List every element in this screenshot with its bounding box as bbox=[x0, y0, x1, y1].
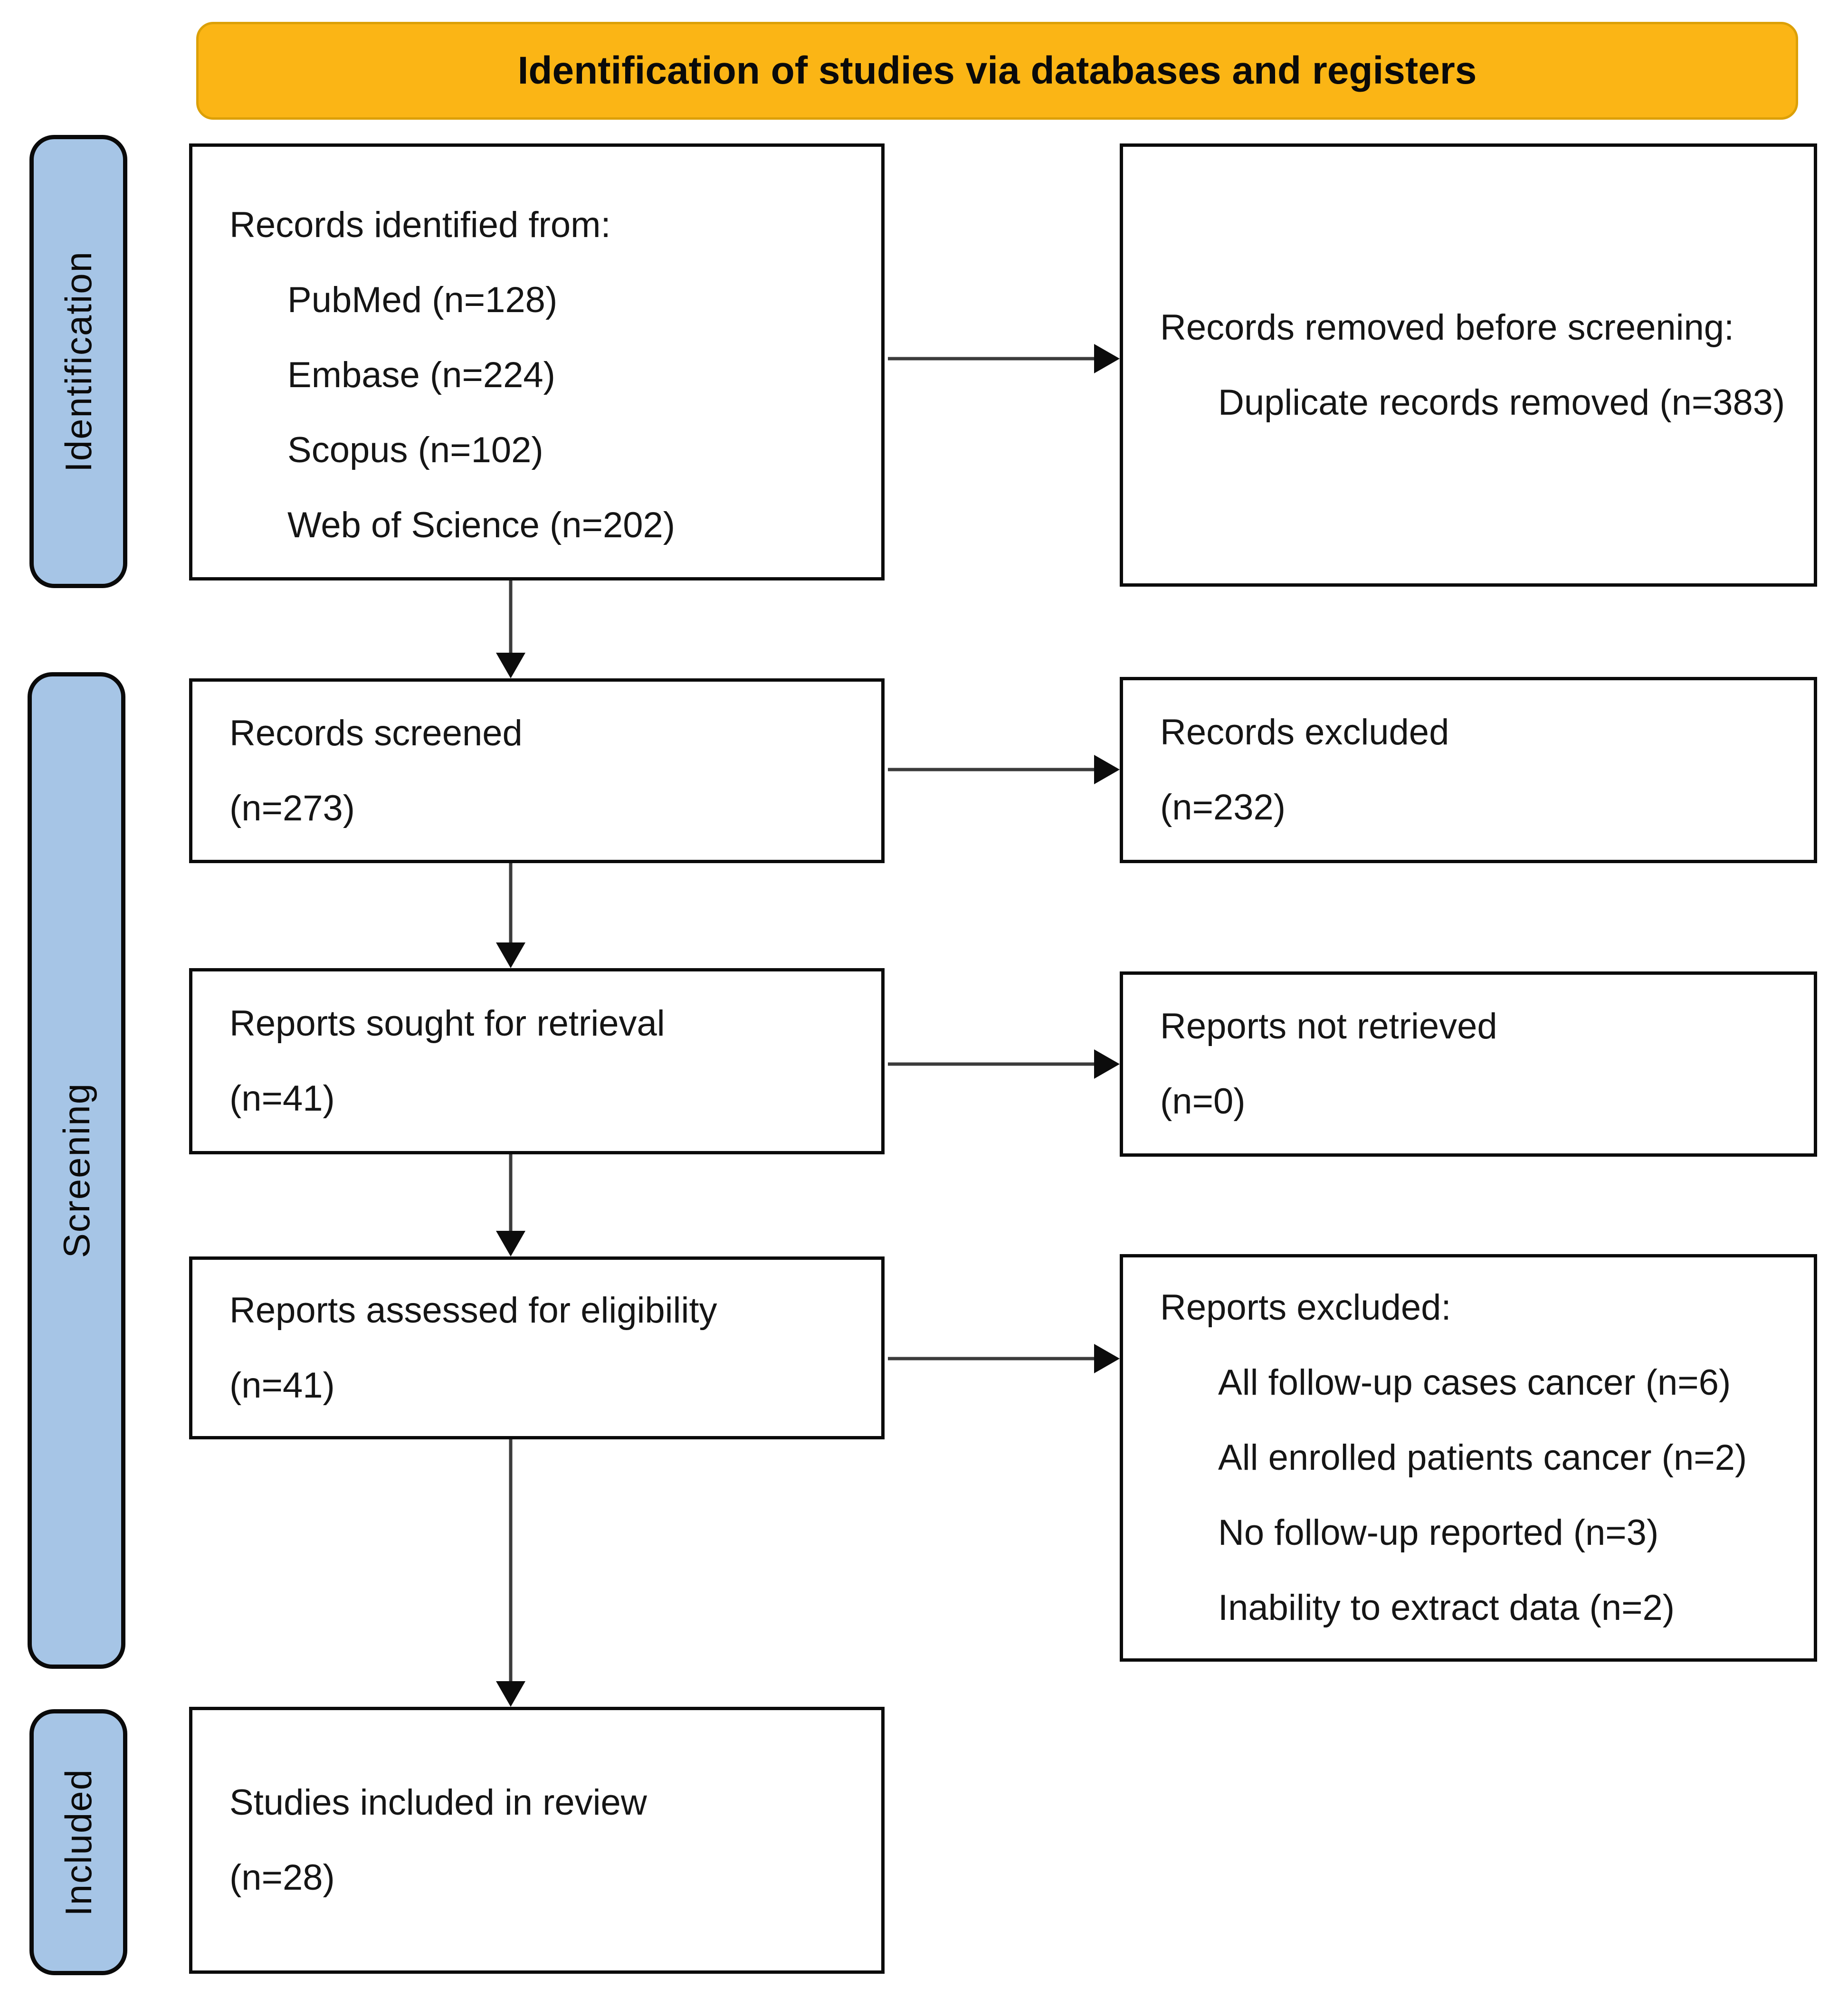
box-line: Records identified from: bbox=[229, 204, 611, 245]
box-line: Duplicate records removed (n=383) bbox=[1218, 382, 1785, 423]
stage-included: Included bbox=[29, 1709, 127, 1975]
box-line: All enrolled patients cancer (n=2) bbox=[1218, 1437, 1747, 1478]
box-line: Records excluded bbox=[1160, 712, 1449, 752]
arrow-down-icon bbox=[496, 1231, 525, 1256]
box-line: Reports sought for retrieval bbox=[229, 1003, 665, 1044]
box-line: Records removed before screening: bbox=[1160, 307, 1734, 348]
arrow-shaft bbox=[509, 1154, 513, 1233]
box-line: No follow-up reported (n=3) bbox=[1218, 1513, 1659, 1553]
arrow-shaft bbox=[509, 1439, 513, 1683]
arrow-shaft bbox=[509, 580, 513, 655]
box-line: Studies included in review bbox=[229, 1782, 647, 1823]
stage-identification-label: Identification bbox=[57, 251, 99, 472]
box-line: (n=41) bbox=[229, 1365, 335, 1406]
box-records-identified: Records identified from: PubMed (n=128) … bbox=[189, 143, 885, 580]
arrow-sought-to-not-retrieved bbox=[888, 1048, 1120, 1080]
box-reports-assessed: Reports assessed for eligibility (n=41) bbox=[189, 1256, 885, 1439]
box-line: Reports excluded: bbox=[1160, 1287, 1451, 1328]
arrow-shaft bbox=[888, 768, 1096, 771]
box-line: (n=0) bbox=[1160, 1081, 1246, 1122]
box-records-excluded: Records excluded (n=232) bbox=[1120, 677, 1817, 863]
box-line: (n=232) bbox=[1160, 787, 1286, 828]
box-line: Reports not retrieved bbox=[1160, 1006, 1497, 1047]
stage-screening: Screening bbox=[28, 672, 125, 1669]
arrow-down-icon bbox=[496, 1681, 525, 1707]
arrow-assessed-to-included bbox=[495, 1439, 526, 1707]
banner: Identification of studies via databases … bbox=[196, 22, 1798, 120]
box-line: (n=273) bbox=[229, 788, 355, 828]
box-line: PubMed (n=128) bbox=[287, 279, 558, 320]
arrow-screened-to-sought bbox=[495, 863, 526, 968]
arrow-screened-to-excluded bbox=[888, 754, 1120, 785]
box-line: (n=41) bbox=[229, 1078, 335, 1119]
stage-identification: Identification bbox=[29, 135, 127, 588]
arrow-down-icon bbox=[496, 653, 525, 678]
arrow-identified-to-removed bbox=[888, 343, 1120, 374]
box-reports-sought: Reports sought for retrieval (n=41) bbox=[189, 968, 885, 1154]
arrow-right-icon bbox=[1094, 755, 1120, 784]
arrow-sought-to-assessed bbox=[495, 1154, 526, 1256]
arrow-right-icon bbox=[1094, 1344, 1120, 1373]
arrow-shaft bbox=[888, 1357, 1096, 1361]
stage-screening-label: Screening bbox=[55, 1083, 97, 1258]
box-studies-included: Studies included in review (n=28) bbox=[189, 1707, 885, 1974]
box-line: Scopus (n=102) bbox=[287, 429, 543, 470]
box-line: Inability to extract data (n=2) bbox=[1218, 1588, 1675, 1628]
arrow-shaft bbox=[888, 357, 1096, 361]
box-line: Reports assessed for eligibility bbox=[229, 1290, 717, 1331]
arrow-right-icon bbox=[1094, 1049, 1120, 1079]
arrow-right-icon bbox=[1094, 344, 1120, 373]
box-reports-excluded: Reports excluded: All follow-up cases ca… bbox=[1120, 1254, 1817, 1662]
arrow-assessed-to-reports-excluded bbox=[888, 1343, 1120, 1374]
arrow-shaft bbox=[888, 1062, 1096, 1066]
box-line: (n=28) bbox=[229, 1857, 335, 1898]
box-line: Web of Science (n=202) bbox=[287, 504, 676, 545]
box-line: All follow-up cases cancer (n=6) bbox=[1218, 1362, 1731, 1403]
arrow-down-icon bbox=[496, 942, 525, 968]
box-records-screened: Records screened (n=273) bbox=[189, 678, 885, 863]
box-line: Embase (n=224) bbox=[287, 354, 555, 395]
box-reports-not-retrieved: Reports not retrieved (n=0) bbox=[1120, 971, 1817, 1157]
arrow-shaft bbox=[509, 863, 513, 944]
box-line: Records screened bbox=[229, 713, 523, 753]
banner-title: Identification of studies via databases … bbox=[517, 49, 1477, 92]
stage-included-label: Included bbox=[57, 1768, 99, 1916]
arrow-identified-to-screened bbox=[495, 580, 526, 678]
box-records-removed-before-screening: Records removed before screening: Duplic… bbox=[1120, 143, 1817, 587]
